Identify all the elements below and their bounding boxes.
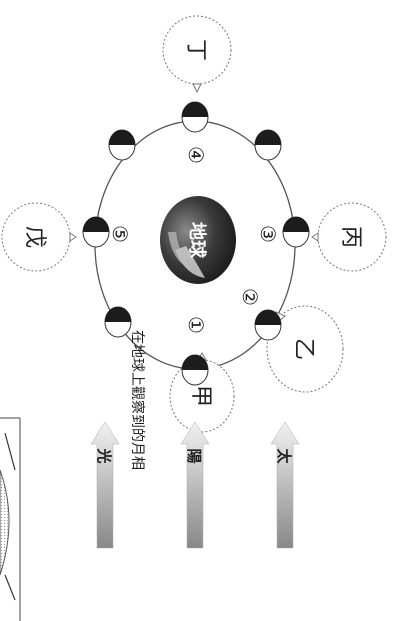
moon-position-2 [254,309,282,341]
sunlight-arrow-3: 太 [270,421,300,549]
balloon-ding: 丁 [162,15,232,94]
moon-position-7 [82,216,110,248]
marker-1: ① [184,316,208,334]
marker-4: ④ [184,146,208,164]
balloon-label-ding: 丁 [183,39,208,61]
marker-5: ⑤ [108,225,132,243]
earth-label: 地球 [186,222,208,259]
moon-position-3 [282,216,310,248]
balloon-bing: 丙 [311,202,387,272]
balloon-yi: 乙 [266,305,344,393]
sunlight-char-1: 太 [275,448,293,464]
sunlight-char-3: 光 [95,447,113,463]
balloon-label-bing: 丙 [338,226,363,248]
sunlight-char-2: 陽 [185,448,203,463]
moon-position-8 [104,306,132,338]
caption: 在地球上觀察到的月相 [129,330,146,470]
earth: 地球 [160,196,236,284]
cropped-panel [0,417,21,621]
sunlight-arrow-2: 陽 [180,421,210,549]
marker-2: ② [238,288,262,306]
moon-position-4 [254,129,282,161]
balloon-wu: 戊 [1,202,77,272]
marker-3: ③ [256,225,280,243]
sunlight-arrow-1: 光 [90,421,120,549]
balloon-label-yi: 乙 [291,338,316,360]
moon-position-1 [181,354,209,386]
moon-position-6 [108,129,136,161]
balloon-label-jia: 甲 [188,385,213,407]
balloon-label-wu: 戊 [22,226,47,248]
moon-position-5 [181,101,209,133]
